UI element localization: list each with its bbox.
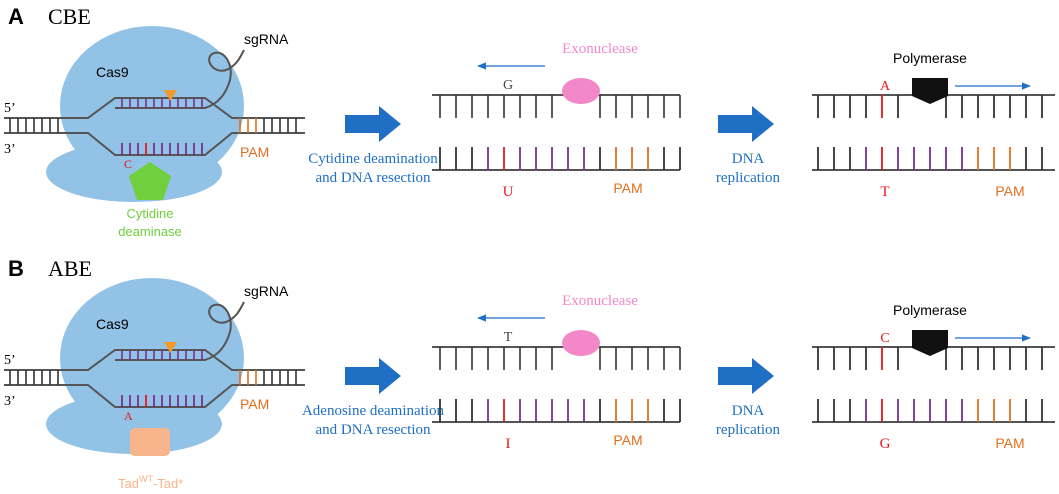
cas9-label: Cas9 [96,316,129,332]
step2-label-line1: DNA [732,403,765,419]
step1-label-line2: and DNA resection [316,170,431,186]
three-prime-label: 3’ [4,394,16,409]
right-bottom-base-label: T [880,184,889,200]
cytidine-deaminase-shape [129,162,171,200]
mid-top-base: T [504,330,513,345]
step2-arrow [718,358,774,394]
pam-label-left: PAM [240,396,269,412]
pam-label-left: PAM [240,144,269,160]
exonuclease-shape [562,330,600,356]
target-base-label: A [124,409,133,423]
polymerase-label: Polymerase [893,50,967,66]
mid-top-base: G [503,78,513,93]
step2-label-line2: replication [716,422,781,438]
right-bottom-base-label: G [880,436,891,452]
right-pam-label: PAM [995,183,1024,199]
dna-bottom-strand [60,384,305,408]
deaminase-superscript: WT [139,474,153,484]
polymerase-shape [912,330,948,356]
mid-bottom-base-label: U [503,184,514,200]
right-top-base-label: C [880,331,889,346]
sgrna-loop [204,49,245,109]
tad-deaminase-shape [130,428,170,456]
polymerase-shape [912,78,948,104]
cas9-label: Cas9 [96,64,129,80]
step2-arrow [718,106,774,142]
step1-label-line2: and DNA resection [316,422,431,438]
right-pam-label: PAM [995,435,1024,451]
sgrna-label: sgRNA [244,31,289,47]
mid-bottom-base-label: I [506,436,511,452]
cas9-blob [60,278,244,438]
exonuclease-shape [562,78,600,104]
five-prime-label: 5’ [4,101,16,116]
panel-cbe: A CBE Cas9 sgRNA 5’ 3’ PAM C Cytidine deaminase Cy… [4,4,1055,239]
panel-title: ABE [48,256,92,281]
sgrna-loop [204,301,245,361]
panel-letter: B [8,256,24,281]
five-prime-label: 5’ [4,353,16,368]
step2-label-line1: DNA [732,151,765,167]
nickase-triangle [164,90,177,101]
sgrna-label: sgRNA [244,283,289,299]
right-top-base-label: A [880,79,891,94]
polymerase-label: Polymerase [893,302,967,318]
panel-title: CBE [48,4,91,29]
nickase-triangle [164,342,177,353]
three-prime-label: 3’ [4,142,16,157]
exonuclease-label: Exonuclease [562,41,638,57]
dna-top-strand [60,349,305,371]
dna-top-strand [60,97,305,119]
target-base-label: C [124,157,132,171]
panel-abe: B ABE Cas9 sgRNA 5’ 3’ PAM A TadWT-Tad* Adenosine… [4,256,1055,491]
deaminase-name: Tad [118,476,139,491]
deaminase-label: TadWT-Tad* [118,474,183,491]
dna-bottom-strand [60,132,305,156]
step2-label-line2: replication [716,170,781,186]
exonuclease-label: Exonuclease [562,293,638,309]
step1-arrow [345,358,401,394]
step1-label-line1: Adenosine deamination [302,403,445,419]
deaminase-suffix: -Tad* [153,476,183,491]
mid-pam-label: PAM [613,180,642,196]
panel-letter: A [8,4,24,29]
deaminase-label: Cytidine [127,206,174,221]
deaminase-label-line2: deaminase [118,224,182,239]
cas9-blob [60,26,244,186]
mid-pam-label: PAM [613,432,642,448]
step1-label-line1: Cytidine deamination [308,151,438,167]
step1-arrow [345,106,401,142]
